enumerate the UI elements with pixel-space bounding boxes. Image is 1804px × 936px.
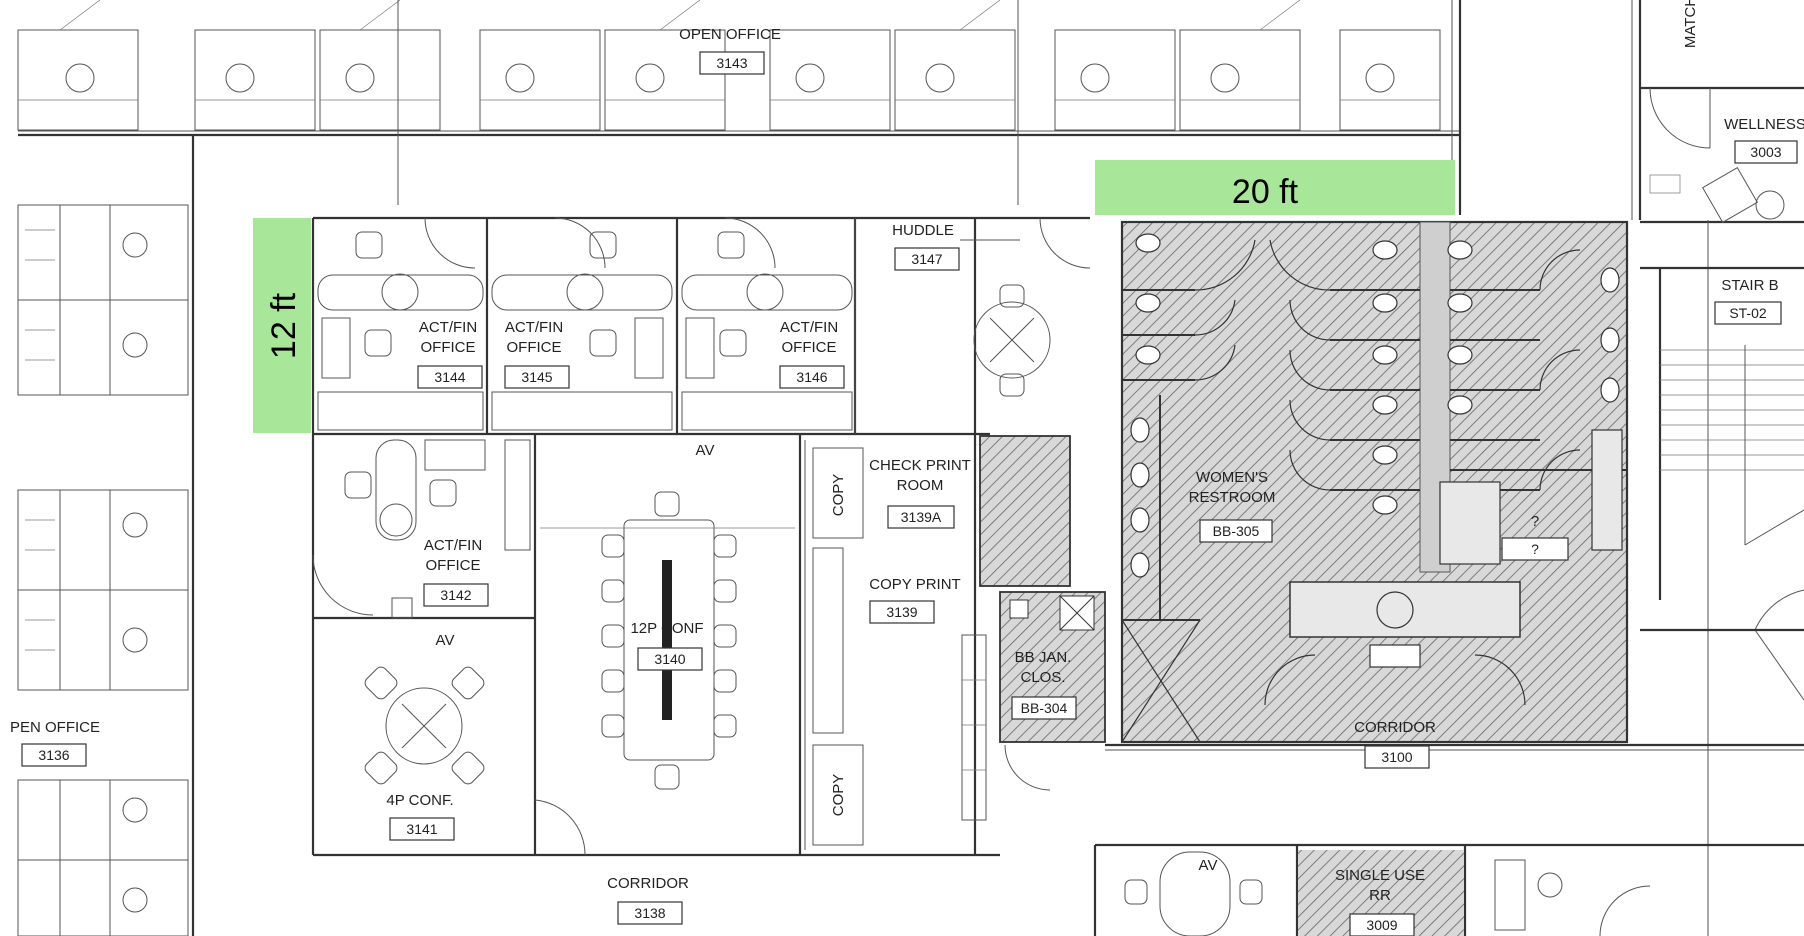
- bb305-name1: WOMEN'S: [1196, 469, 1268, 486]
- room-3143-number: 3143: [716, 55, 747, 71]
- act-fin-office-3142: ACT/FIN OFFICE 3142: [312, 434, 537, 855]
- room-3147-name: HUDDLE: [892, 222, 954, 239]
- room-3140-av-tag: AV: [696, 442, 715, 459]
- room-3141-number: 3141: [406, 821, 437, 837]
- room-3003-number: 3003: [1750, 144, 1781, 160]
- room-3138-number: 3138: [634, 905, 665, 921]
- huddle-room: HUDDLE 3147: [854, 217, 1091, 434]
- room-3145-number: 3145: [521, 369, 552, 385]
- room-3145-name1: ACT/FIN: [505, 319, 563, 336]
- twelve-person-conference: AV 12P CONF 3140: [534, 434, 802, 856]
- room-3100-number: 3100: [1381, 749, 1412, 765]
- stair-number: ST-02: [1729, 305, 1767, 321]
- room-3136-number: 3136: [38, 747, 69, 763]
- janitor-closet: BB JAN. CLOS. BB-304: [979, 435, 1106, 791]
- room-3145-name2: OFFICE: [507, 339, 562, 356]
- corridor-3138: CORRIDOR 3138: [607, 875, 689, 925]
- room-3136-name: PEN OFFICE: [10, 719, 100, 736]
- dimension-highlights: 20 ft 12 ft: [253, 160, 1455, 433]
- room-3003-name: WELLNESS: [1724, 116, 1804, 133]
- corridor-3100: CORRIDOR 3100: [1105, 719, 1804, 769]
- room-3142-name1: ACT/FIN: [424, 537, 482, 554]
- room-3139-number: 3139: [886, 604, 917, 620]
- unknown-label: ?: [1531, 513, 1539, 530]
- room-3144-name1: ACT/FIN: [419, 319, 477, 336]
- womens-restroom: WOMEN'S RESTROOM BB-305 ? ?: [1120, 220, 1629, 744]
- room-3142-name2: OFFICE: [426, 557, 481, 574]
- room-3138-name: CORRIDOR: [607, 875, 689, 892]
- room-3009-number: 3009: [1366, 917, 1397, 933]
- bb305-number: BB-305: [1213, 523, 1260, 539]
- match-label: MATCH: [1682, 0, 1699, 48]
- room-3147-number: 3147: [911, 251, 942, 267]
- bottom-rooms: AV SINGLE USE RR 3009: [1093, 843, 1804, 936]
- room-3142-number: 3142: [440, 587, 471, 603]
- room-3143-name: OPEN OFFICE: [679, 26, 781, 43]
- stair-name: STAIR B: [1721, 277, 1778, 294]
- height-highlight: [253, 218, 311, 433]
- room-3139-name: COPY PRINT: [869, 576, 960, 593]
- room-3009-name1: SINGLE USE: [1335, 867, 1425, 884]
- bottom-av-tag: AV: [1199, 857, 1218, 874]
- workstations-left: PEN OFFICE 3136: [10, 204, 189, 936]
- room-3139a-name1: CHECK PRINT: [869, 457, 971, 474]
- four-person-conference: AV 4P CONF. 3141: [313, 632, 1000, 857]
- workstations-top: OPEN OFFICE 3143: [17, 0, 1462, 215]
- room-3146-name2: OFFICE: [782, 339, 837, 356]
- bb304-number: BB-304: [1021, 700, 1068, 716]
- wellness-area: MATCH WELLNESS 3003: [1631, 0, 1804, 224]
- width-dimension-label: 20 ft: [1232, 173, 1299, 211]
- room-3140-name: 12P CONF: [630, 620, 703, 637]
- room-3100-name: CORRIDOR: [1354, 719, 1436, 736]
- bb304-name1: BB JAN.: [1015, 649, 1072, 666]
- bb305-name2: RESTROOM: [1189, 489, 1276, 506]
- room-3146-number: 3146: [796, 369, 827, 385]
- bb304-name2: CLOS.: [1020, 669, 1065, 686]
- room-3146-name1: ACT/FIN: [780, 319, 838, 336]
- room-3141-av-tag: AV: [436, 632, 455, 649]
- copy-label-bottom: COPY: [830, 774, 847, 817]
- copy-print-area: COPY COPY CHECK PRINT ROOM 3139A COPY PR…: [804, 434, 987, 855]
- act-fin-offices: ACT/FIN OFFICE 3144 ACT/FIN OFFICE 3145 …: [311, 216, 1090, 855]
- room-3139a-number: 3139A: [901, 509, 942, 525]
- room-3144-number: 3144: [434, 369, 465, 385]
- room-3141-name: 4P CONF.: [386, 792, 453, 809]
- unknown-number: ?: [1531, 541, 1539, 557]
- width-highlight: [1095, 160, 1455, 215]
- room-3009-name2: RR: [1369, 887, 1391, 904]
- height-dimension-label: 12 ft: [265, 292, 303, 359]
- copy-label-top: COPY: [830, 474, 847, 517]
- room-3144-name2: OFFICE: [421, 339, 476, 356]
- room-3140-number: 3140: [654, 651, 685, 667]
- room-3139a-name2: ROOM: [897, 477, 944, 494]
- stair-b: STAIR B ST-02: [1640, 266, 1804, 701]
